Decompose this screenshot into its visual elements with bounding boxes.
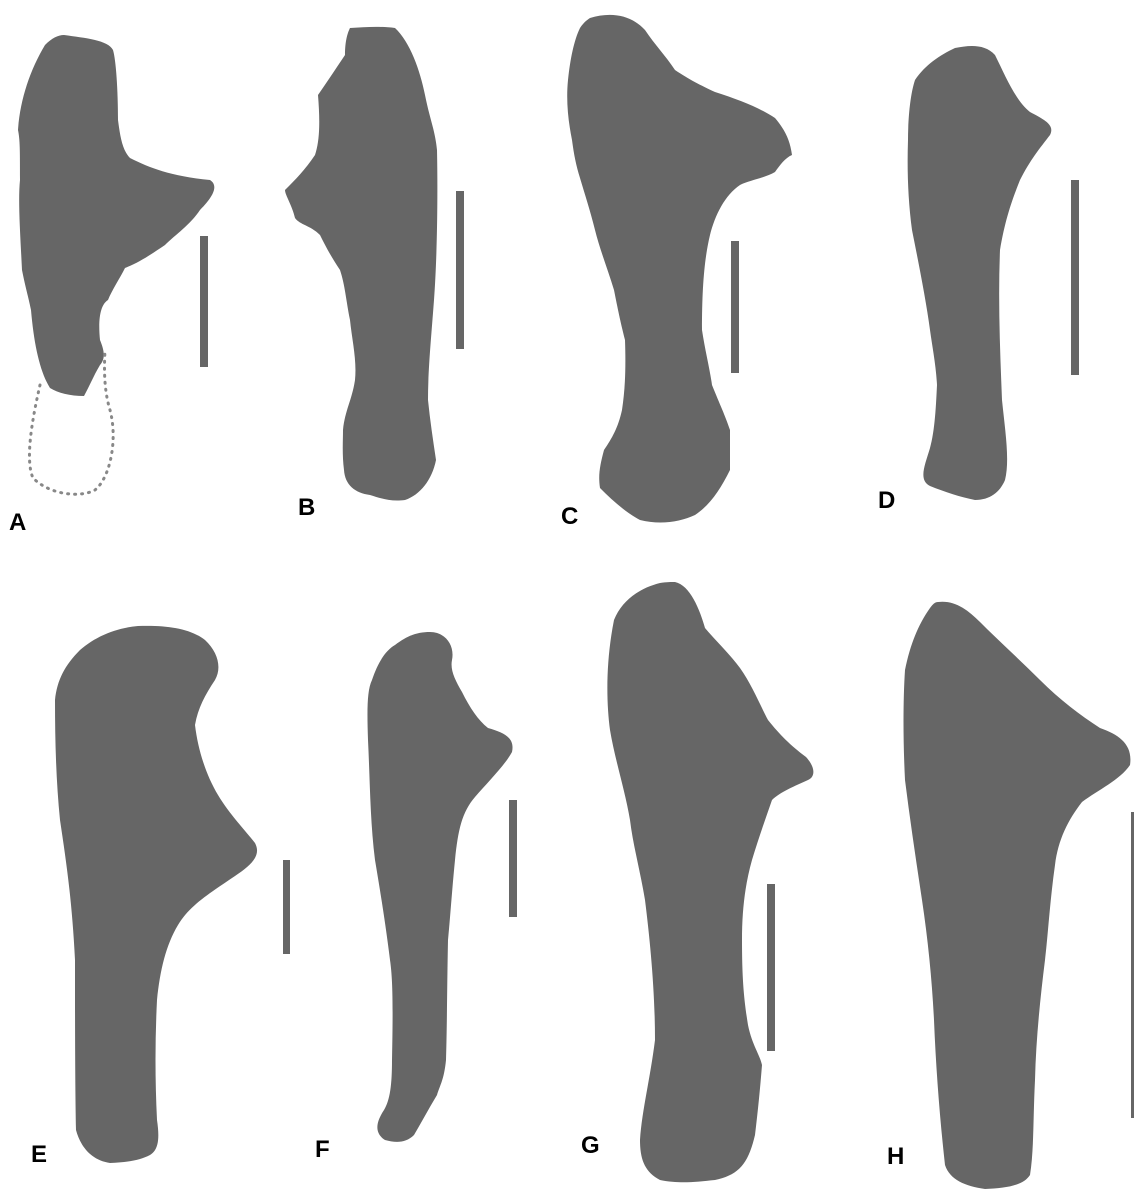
panel-label-c: C: [561, 503, 578, 530]
scale-bar-a: [200, 236, 208, 367]
panel-label-g: G: [581, 1132, 600, 1159]
panel-label-d: D: [878, 487, 895, 514]
scale-bar-f: [509, 800, 517, 917]
scale-bar-d: [1071, 180, 1079, 375]
panel-label-b: B: [298, 494, 315, 521]
panel-label-h: H: [887, 1143, 904, 1170]
scale-bar-g: [767, 884, 775, 1051]
panel-label-a: A: [9, 509, 26, 536]
scale-bar-c: [731, 241, 739, 373]
scale-bar-e: [283, 860, 290, 954]
panel-label-e: E: [31, 1141, 47, 1168]
panel-label-f: F: [315, 1136, 330, 1163]
scale-bar-b: [456, 191, 464, 349]
